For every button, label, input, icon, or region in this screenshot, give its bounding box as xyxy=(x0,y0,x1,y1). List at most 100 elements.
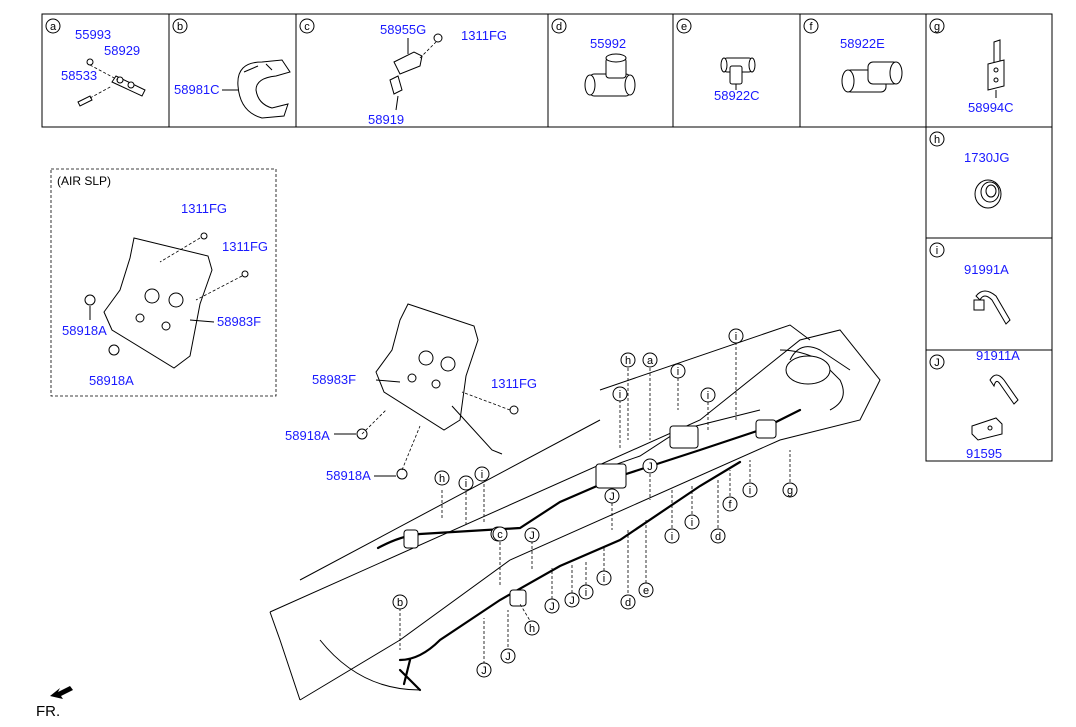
clip-bracket-icon xyxy=(987,39,1005,98)
svg-text:b: b xyxy=(397,597,403,609)
box-letter-i: i xyxy=(929,242,945,258)
callout-bubble: i xyxy=(596,570,612,586)
air-slp-detail: (AIR SLP) 1311FG 1311FG 58918A 58983F 58… xyxy=(50,168,277,397)
svg-text:h: h xyxy=(625,355,631,367)
callout-bubble: d xyxy=(620,594,636,610)
part-number-58981C[interactable]: 58981C xyxy=(174,82,220,97)
part-number-55992[interactable]: 55992 xyxy=(590,36,626,51)
callout-bubble: h xyxy=(434,470,450,486)
bracket-clip-icon xyxy=(222,59,291,119)
callout-bubble: J xyxy=(544,598,560,614)
svg-text:f: f xyxy=(809,21,813,33)
main-valve-bracket-icon xyxy=(334,303,519,480)
callout-bubble: J xyxy=(500,648,516,664)
box-letter-a: a xyxy=(45,18,61,34)
part-number-58918A[interactable]: 58918A xyxy=(326,468,371,483)
callout-bubble: d xyxy=(710,528,726,544)
part-number-91911A[interactable]: 91911A xyxy=(976,348,1020,363)
svg-text:J: J xyxy=(549,601,555,613)
svg-text:i: i xyxy=(671,531,673,543)
svg-text:d: d xyxy=(715,531,721,543)
svg-text:i: i xyxy=(936,245,938,257)
callout-bubble: f xyxy=(722,496,738,512)
part-number-58983F[interactable]: 58983F xyxy=(312,372,356,387)
box-letter-d: d xyxy=(551,18,567,34)
svg-text:c: c xyxy=(497,529,503,541)
box-letter-f: f xyxy=(803,18,819,34)
svg-text:g: g xyxy=(934,21,940,33)
air-hose-routing xyxy=(376,349,844,692)
svg-text:e: e xyxy=(681,21,687,33)
svg-text:J: J xyxy=(934,357,940,369)
part-number-58994C[interactable]: 58994C xyxy=(968,100,1014,115)
callout-bubble: a xyxy=(642,352,658,368)
callout-bubble: J xyxy=(476,662,492,678)
svg-text:J: J xyxy=(569,595,575,607)
part-number-1311FG[interactable]: 1311FG xyxy=(491,376,537,391)
callout-bubble: i xyxy=(700,387,716,403)
front-direction-marker: FR. xyxy=(36,686,73,720)
callout-bubble: J xyxy=(564,592,580,608)
callout-bubble: i xyxy=(474,466,490,482)
callout-bubble: J xyxy=(604,488,620,504)
svg-text:J: J xyxy=(647,461,653,473)
box-letter-h: h xyxy=(929,131,945,147)
union-connector-icon xyxy=(841,61,903,93)
svg-text:g: g xyxy=(787,485,793,497)
air-slp-title: (AIR SLP) xyxy=(57,174,111,188)
svg-text:i: i xyxy=(465,478,467,490)
part-number-91595[interactable]: 91595 xyxy=(966,446,1002,461)
part-number-58983F[interactable]: 58983F xyxy=(217,314,261,329)
part-number-58929[interactable]: 58929 xyxy=(104,43,140,58)
chassis-frame xyxy=(269,324,881,701)
callout-bubble: h xyxy=(620,352,636,368)
part-number-58918A[interactable]: 58918A xyxy=(285,428,330,443)
box-letter-e: e xyxy=(676,18,692,34)
part-number-91991A[interactable]: 91991A xyxy=(964,262,1009,277)
svg-text:i: i xyxy=(585,587,587,599)
svg-text:J: J xyxy=(609,491,615,503)
small-tee-connector-icon xyxy=(720,57,756,90)
svg-text:b: b xyxy=(177,21,183,33)
box-letter-j: J xyxy=(929,354,945,370)
part-number-1311FG[interactable]: 1311FG xyxy=(181,201,227,216)
part-number-58922C[interactable]: 58922C xyxy=(714,88,760,103)
clamp-icon xyxy=(971,374,1019,441)
cable-tie-icon xyxy=(973,290,1011,325)
callout-bubble: i xyxy=(670,363,686,379)
svg-text:h: h xyxy=(529,623,535,635)
callout-bubble: i xyxy=(578,584,594,600)
svg-text:i: i xyxy=(603,573,605,585)
part-number-1730JG[interactable]: 1730JG xyxy=(964,150,1010,165)
part-number-58955G[interactable]: 58955G xyxy=(380,22,426,37)
callout-bubble: b xyxy=(392,594,408,610)
svg-text:h: h xyxy=(934,134,940,146)
part-number-55993[interactable]: 55993 xyxy=(75,27,111,42)
part-box-grid xyxy=(41,13,1053,462)
box-letter-c: c xyxy=(299,18,315,34)
part-number-58918A[interactable]: 58918A xyxy=(62,323,107,338)
svg-text:a: a xyxy=(50,21,57,33)
part-number-58918A[interactable]: 58918A xyxy=(89,373,134,388)
callout-bubble: i xyxy=(612,386,628,402)
callout-bubble: J xyxy=(642,458,658,474)
callout-bubble: i xyxy=(664,528,680,544)
valve-bracket-icon xyxy=(84,232,249,369)
svg-text:J: J xyxy=(529,530,535,542)
svg-text:d: d xyxy=(556,21,562,33)
part-number-1311FG[interactable]: 1311FG xyxy=(222,239,268,254)
callout-bubble: i xyxy=(728,328,744,344)
callout-bubble: i xyxy=(742,482,758,498)
svg-text:a: a xyxy=(647,355,654,367)
part-number-58919[interactable]: 58919 xyxy=(368,112,404,127)
callout-bubble: h xyxy=(524,620,540,636)
part-number-58922E[interactable]: 58922E xyxy=(840,36,885,51)
svg-text:c: c xyxy=(304,21,310,33)
fitting-assembly-icon xyxy=(77,58,146,107)
callout-bubble: g xyxy=(782,482,798,498)
svg-text:e: e xyxy=(643,585,649,597)
svg-text:i: i xyxy=(677,366,679,378)
part-number-58533[interactable]: 58533 xyxy=(61,68,97,83)
part-number-1311FG[interactable]: 1311FG xyxy=(461,28,507,43)
callout-bubble: J xyxy=(524,527,540,543)
